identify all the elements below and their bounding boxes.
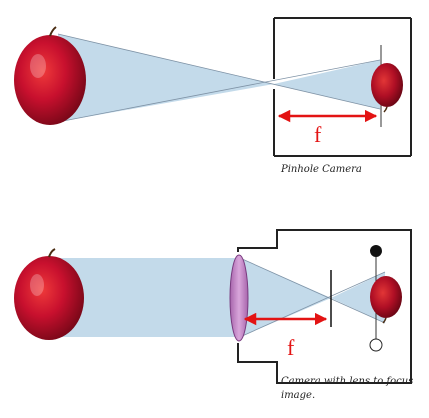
lens-light-cone-out xyxy=(331,272,385,323)
lens-icon xyxy=(229,254,249,342)
lens-focal-label: f xyxy=(287,335,295,360)
apple-object-icon-2 xyxy=(14,248,84,340)
lens-light-cone-in xyxy=(240,258,331,337)
pinhole-camera-group: f Pinhole Camera xyxy=(14,17,412,175)
film-bottom-knob-icon xyxy=(369,338,383,352)
lens-camera-body xyxy=(237,229,412,384)
apple-object-icon xyxy=(14,26,86,125)
lens-light-band xyxy=(58,258,238,337)
apple-image-inverted-icon xyxy=(371,63,403,113)
apple-image-inverted-icon-2 xyxy=(370,276,402,324)
film-top-knob-icon xyxy=(370,245,382,257)
pinhole-light-cone-in xyxy=(58,34,274,122)
lens-caption-line-1: Camera with lens to focus xyxy=(281,376,413,387)
pinhole-camera-box xyxy=(273,17,412,157)
pinhole-caption: Pinhole Camera xyxy=(280,164,362,175)
lens-caption-line-2: image. xyxy=(281,390,315,401)
pinhole-focal-label: f xyxy=(314,122,322,147)
lens-camera-group: f Camera with lens to focus image. xyxy=(14,229,413,401)
pinhole-light-cone-out xyxy=(274,60,380,109)
